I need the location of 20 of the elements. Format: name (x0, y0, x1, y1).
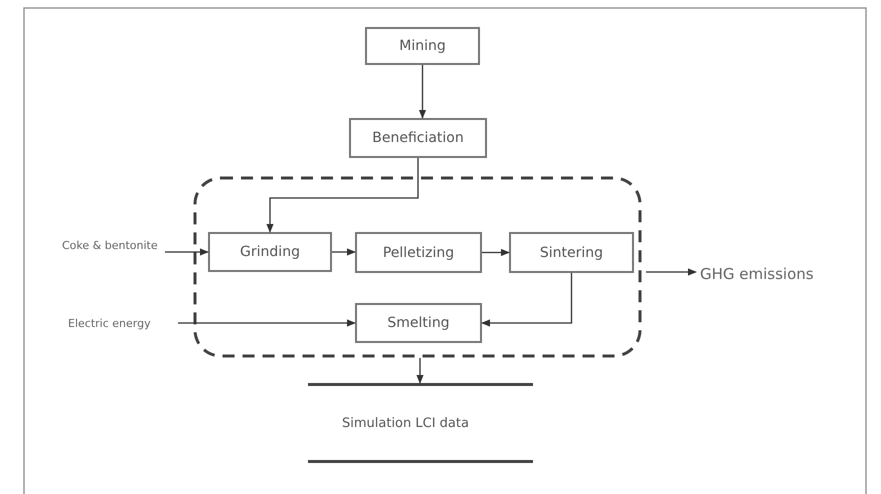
process-box: Grinding (208, 232, 332, 272)
arrow (646, 268, 697, 276)
arrow (482, 248, 510, 256)
flow-label: Coke & bentonite (62, 238, 158, 252)
arrow (266, 158, 419, 233)
flow-label: GHG emissions (700, 265, 814, 283)
process-box: Smelting (355, 303, 482, 343)
process-box: Sintering (509, 232, 634, 273)
arrow (418, 65, 426, 119)
process-box: Mining (365, 27, 480, 65)
arrow (416, 358, 424, 384)
arrow (332, 248, 356, 256)
process-box: Pelletizing (355, 232, 482, 273)
arrow (165, 248, 209, 256)
arrow (481, 273, 572, 327)
flow-label: Electric energy (68, 316, 151, 330)
arrow (178, 319, 356, 327)
data-store (308, 383, 533, 463)
process-box: Beneficiation (349, 118, 487, 158)
store-text: Simulation LCI data (342, 416, 469, 430)
